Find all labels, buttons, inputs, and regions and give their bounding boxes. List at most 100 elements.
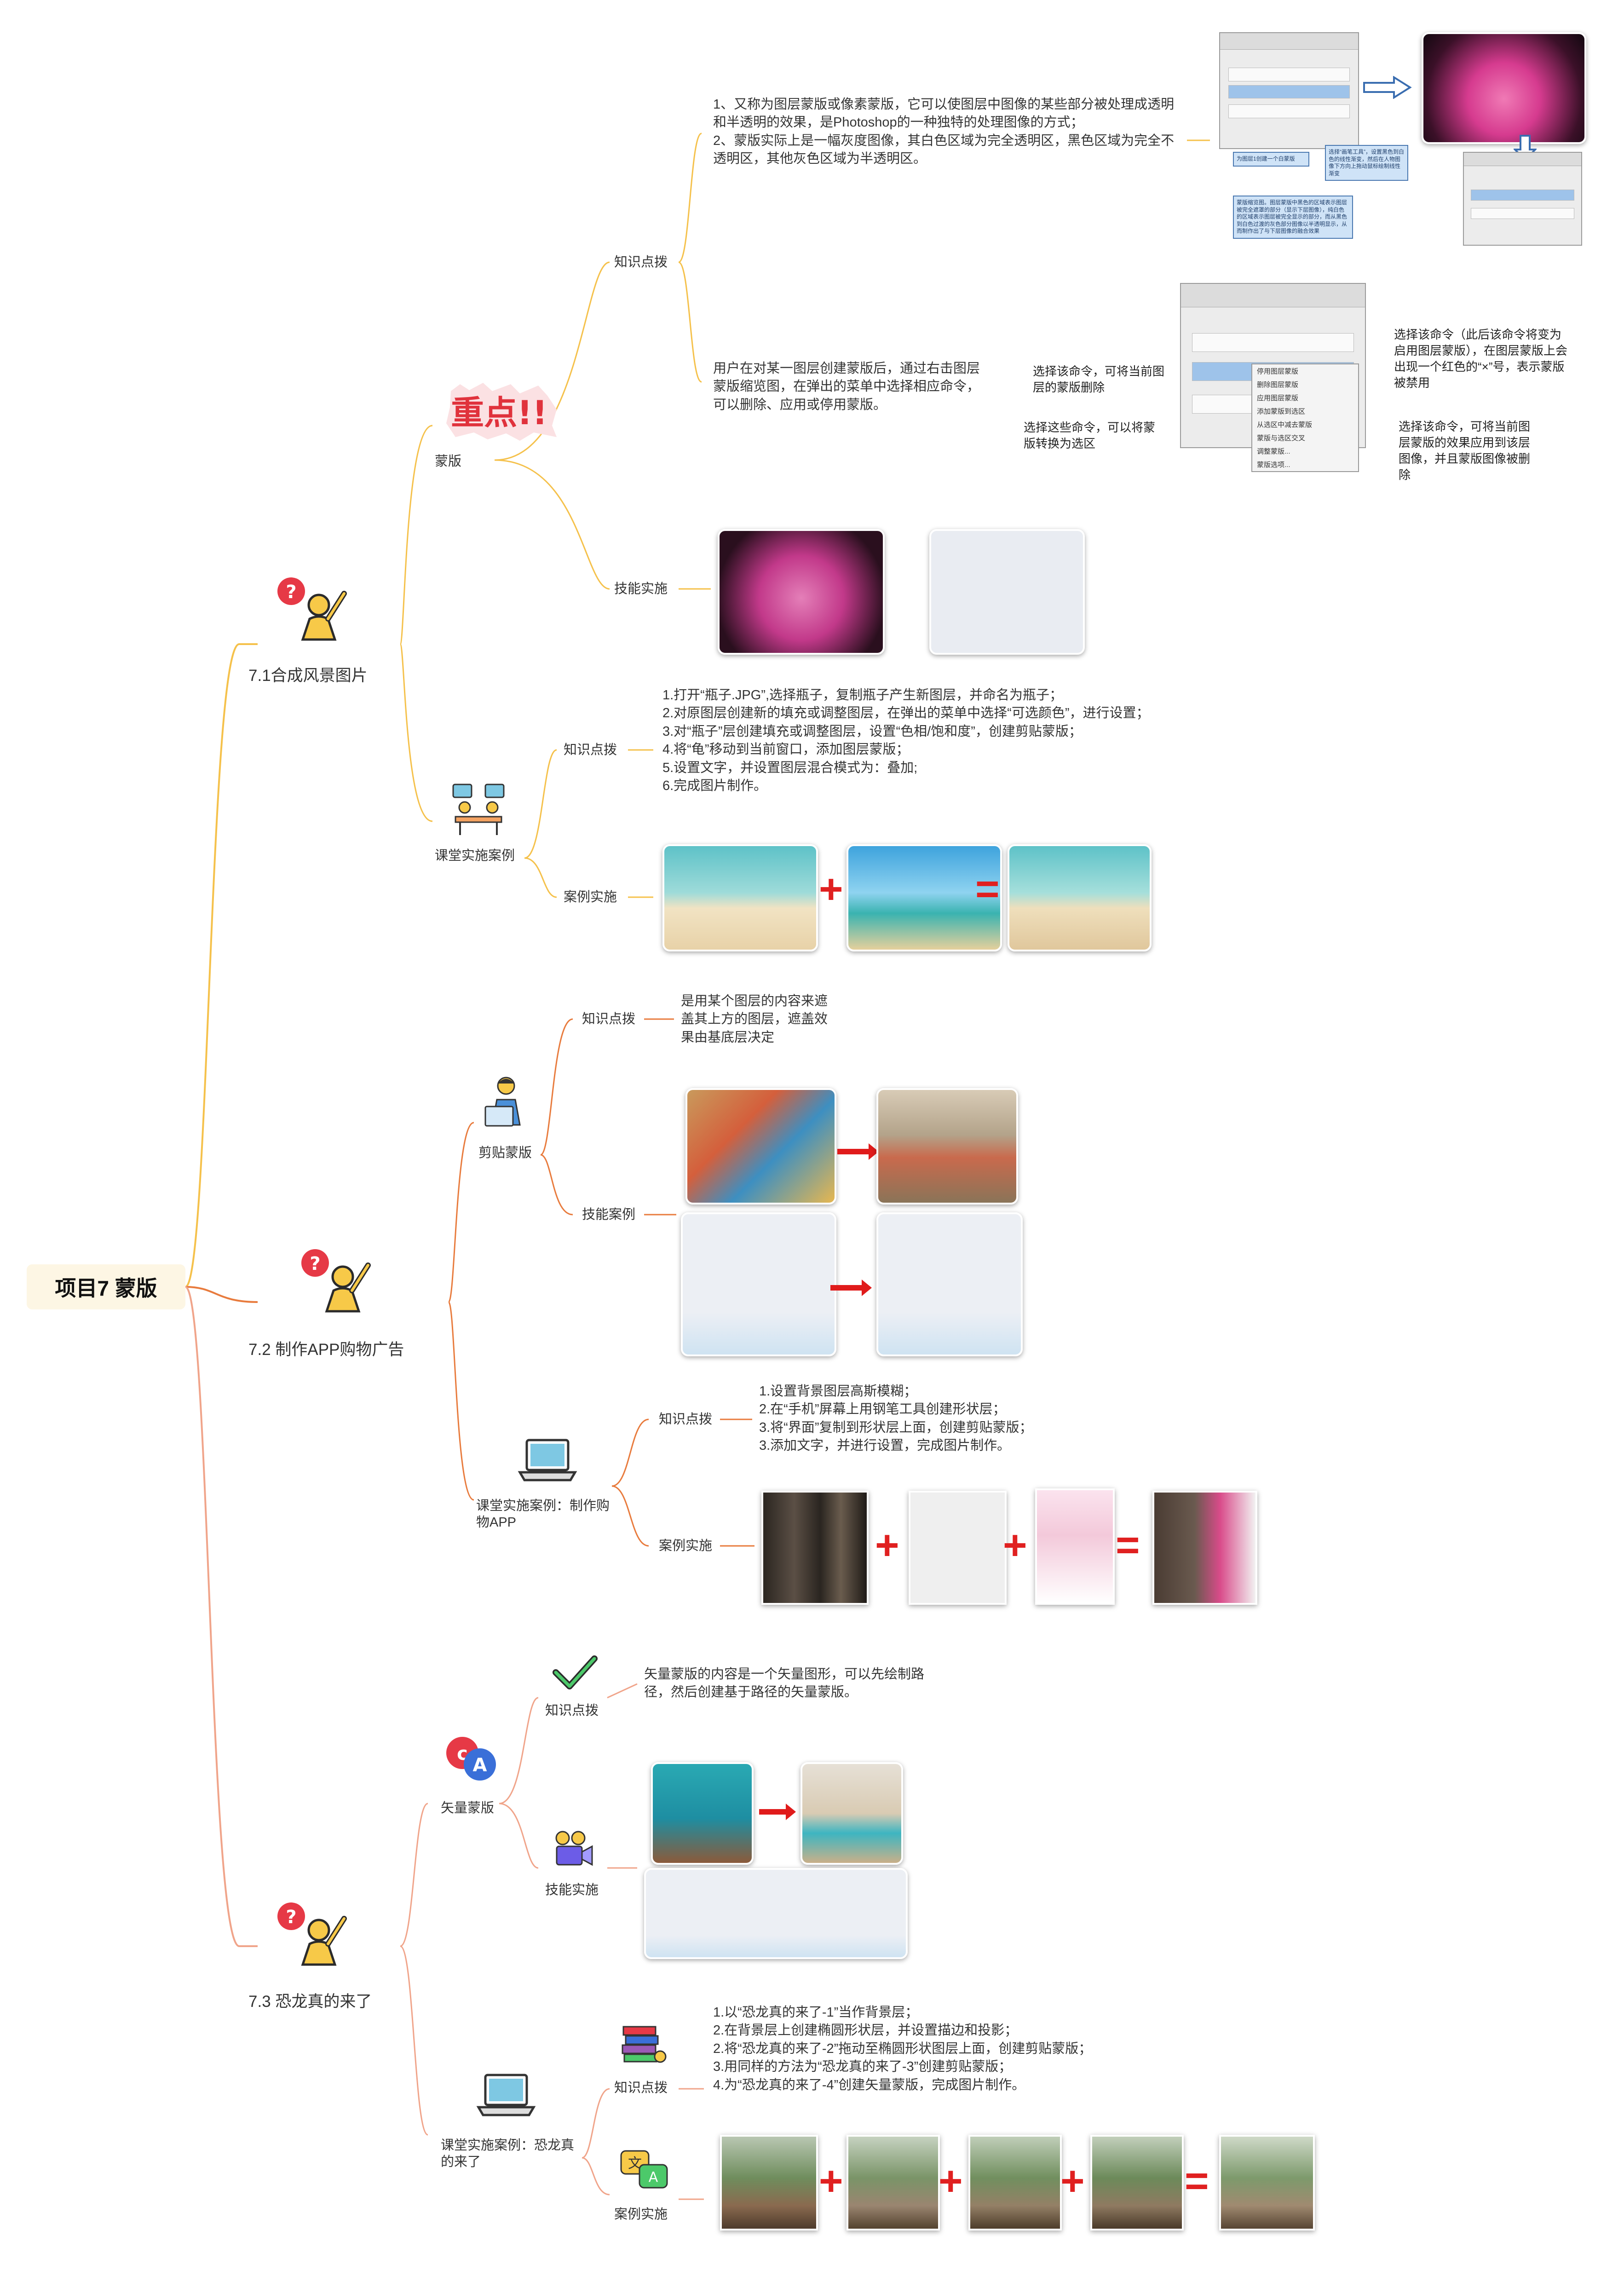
svg-text:A: A xyxy=(473,1755,487,1776)
note-disable-mask: 选择该命令（此后该命令将变为启用图层蒙版），在图层蒙版上会出现一个红色的“×”号… xyxy=(1394,328,1568,390)
menu-item[interactable]: 蒙版与选区交叉 xyxy=(1257,434,1306,442)
flower-girl-photo xyxy=(718,529,885,655)
svg-text:?: ? xyxy=(310,1253,320,1274)
svg-text:A: A xyxy=(649,2169,658,2185)
shopping-app-steps: 1.设置背景图层高斯模糊； 2.在“手机”屏幕上用钢笔工具创建形状层； 3.将“… xyxy=(759,1384,1033,1453)
section-7-1-title[interactable]: 7.1合成风景图片 xyxy=(248,667,368,685)
app-interface-image xyxy=(1035,1488,1115,1605)
sunflower-photo xyxy=(651,1762,754,1865)
town-photo xyxy=(685,1088,836,1205)
bottle-steps-text: 1.打开“瓶子.JPG”,选择瓶子，复制瓶子产生新图层，并命名为瓶子； 2.对原… xyxy=(662,688,1150,794)
menu-item[interactable]: 应用图层蒙版 xyxy=(1257,394,1299,402)
meeting-icon xyxy=(452,784,505,835)
knowledge-tip-label[interactable]: 知识点拨 xyxy=(564,743,617,757)
clothes-photo xyxy=(761,1491,869,1605)
menu-item[interactable]: 从选区中减去蒙版 xyxy=(1257,421,1313,429)
layers-panel-screenshot xyxy=(1463,152,1582,246)
plus-operator: + xyxy=(819,2158,843,2204)
dinosaur-composite-result xyxy=(1219,2135,1315,2231)
svg-text:?: ? xyxy=(286,582,296,603)
callout-gradient: 选择“画笔工具”，设置黑色到白色的线性渐变，然后在人物图像下方向上拖动鼠标绘制线… xyxy=(1325,145,1408,181)
red-arrow-icon xyxy=(830,1280,872,1296)
layers-panel-screenshot xyxy=(876,1212,1023,1356)
menu-item[interactable]: 添加蒙版到选区 xyxy=(1257,408,1306,415)
laptop-icon xyxy=(476,2074,536,2116)
callout-create-mask: 为图层1创建一个白蒙版 xyxy=(1233,152,1309,167)
vector-masked-photo xyxy=(800,1762,903,1865)
branch-dinosaur-case[interactable]: 课堂实施案例：恐龙真的来了 xyxy=(441,2138,575,2170)
red-arrow-icon xyxy=(759,1804,796,1820)
knowledge-tip-label[interactable]: 知识点拨 xyxy=(659,1412,713,1427)
note-convert-selection: 选择这些命令，可以将蒙版转换为选区 xyxy=(1024,421,1156,451)
phone-in-hand-photo xyxy=(909,1491,1007,1605)
question-person-icon: ? xyxy=(277,577,347,641)
checkmark-icon xyxy=(553,1655,598,1689)
question-person-icon: ? xyxy=(301,1249,371,1313)
knowledge-tip-label[interactable]: 知识点拨 xyxy=(545,1703,599,1718)
section-7-3-title[interactable]: 7.3 恐龙真的来了 xyxy=(248,1993,372,2011)
equals-operator: = xyxy=(1116,1522,1140,1568)
callout-mask-thumbnail: 蒙版缩览图。图层蒙版中黑色的区域表示图层被完全遮罩的部分（显示下层图像），纯白色… xyxy=(1233,196,1353,239)
red-arrow-icon xyxy=(837,1143,879,1160)
branch-clipping-mask[interactable]: 剪贴蒙版 xyxy=(478,1146,532,1160)
svg-text:?: ? xyxy=(286,1907,296,1928)
mask-definition-text: 1、又称为图层蒙版或像素蒙版，它可以使图层中图像的某些部分被处理成透明和半透明的… xyxy=(713,97,1175,167)
branch-classroom-case[interactable]: 课堂实施案例 xyxy=(435,848,515,863)
laptop-icon xyxy=(518,1439,577,1481)
chat-bubbles-icon: c A xyxy=(446,1737,496,1781)
dinosaur-photo xyxy=(1090,2135,1184,2231)
badge-text: 重点!! xyxy=(451,393,547,432)
branch-shopping-app-case[interactable]: 课堂实施案例：制作购物APP xyxy=(476,1499,610,1530)
composite-bottle-photo xyxy=(1008,844,1152,951)
case-practice-label[interactable]: 案例实施 xyxy=(614,2207,668,2222)
branch-mask[interactable]: 蒙版 xyxy=(435,454,462,469)
section-7-2-title[interactable]: 7.2 制作APP购物广告 xyxy=(248,1341,404,1359)
case-practice-label[interactable]: 案例实施 xyxy=(564,890,617,905)
root-node[interactable]: 项目7 蒙版 xyxy=(27,1264,185,1309)
dash-connector xyxy=(1187,139,1210,141)
dinosaur-photo xyxy=(968,2135,1062,2231)
menu-item[interactable]: 调整蒙版... xyxy=(1257,448,1290,455)
shopping-ad-result xyxy=(1152,1491,1257,1605)
plus-operator: + xyxy=(819,866,843,912)
menu-item[interactable]: 删除图层蒙版 xyxy=(1257,381,1299,389)
skill-practice-label[interactable]: 技能实施 xyxy=(545,1883,599,1897)
skill-practice-label[interactable]: 技能实施 xyxy=(614,582,668,596)
knowledge-tip-label[interactable]: 知识点拨 xyxy=(582,1012,636,1026)
plus-operator: + xyxy=(875,1522,899,1568)
mask-menu-text: 用户在对某一图层创建蒙版后，通过右击图层蒙版缩览图，在弹出的菜单中选择相应命令，… xyxy=(713,361,980,412)
knowledge-tip-label[interactable]: 知识点拨 xyxy=(614,2081,668,2095)
skill-case-label[interactable]: 技能案例 xyxy=(582,1207,636,1222)
dinosaur-steps-text: 1.以“恐龙真的来了-1”当作背景层； 2.在背景层上创建椭圆形状层，并设置描边… xyxy=(713,2005,1092,2092)
clipped-photo xyxy=(876,1088,1018,1205)
translate-icon: 文 A xyxy=(620,2150,668,2189)
right-arrow-icon xyxy=(1363,76,1412,99)
turtle-photo xyxy=(847,844,1002,951)
layers-panel-screenshot xyxy=(644,1868,908,1959)
knowledge-tip-label[interactable]: 知识点拨 xyxy=(614,255,668,270)
computer-user-icon xyxy=(484,1077,521,1127)
case-practice-label[interactable]: 案例实施 xyxy=(659,1539,713,1553)
note-delete-mask: 选择该命令，可将当前图层的蒙版删除 xyxy=(1033,364,1165,395)
video-camera-icon xyxy=(555,1831,593,1866)
flower-girl-photo xyxy=(1422,32,1586,144)
equals-operator: = xyxy=(975,866,1000,912)
dinosaur-photo xyxy=(720,2135,818,2231)
menu-item[interactable]: 停用图层蒙版 xyxy=(1257,368,1299,375)
clipping-mask-definition: 是用某个图层的内容来遮盖其上方的图层，遮盖效果由基底层决定 xyxy=(681,994,828,1045)
books-icon xyxy=(622,2026,667,2063)
vector-mask-definition: 矢量蒙版的内容是一个矢量图形，可以先绘制路径，然后创建基于路径的矢量蒙版。 xyxy=(644,1667,925,1700)
equals-operator: = xyxy=(1185,2158,1209,2204)
plus-operator: + xyxy=(939,2158,963,2204)
dinosaur-photo xyxy=(847,2135,940,2231)
branch-vector-mask[interactable]: 矢量蒙版 xyxy=(441,1801,495,1816)
layers-panel-screenshot xyxy=(929,529,1085,655)
note-apply-mask: 选择该命令，可将当前图层蒙版的效果应用到该层图像，并且蒙版图像被删除 xyxy=(1399,420,1531,482)
key-point-badge-icon: 重点!! xyxy=(446,383,557,441)
menu-item[interactable]: 蒙版选项... xyxy=(1257,461,1290,469)
layers-panel-screenshot xyxy=(681,1212,836,1356)
plus-operator: + xyxy=(1003,1522,1027,1568)
plus-operator: + xyxy=(1060,2158,1085,2204)
bottle-photo xyxy=(662,844,818,951)
